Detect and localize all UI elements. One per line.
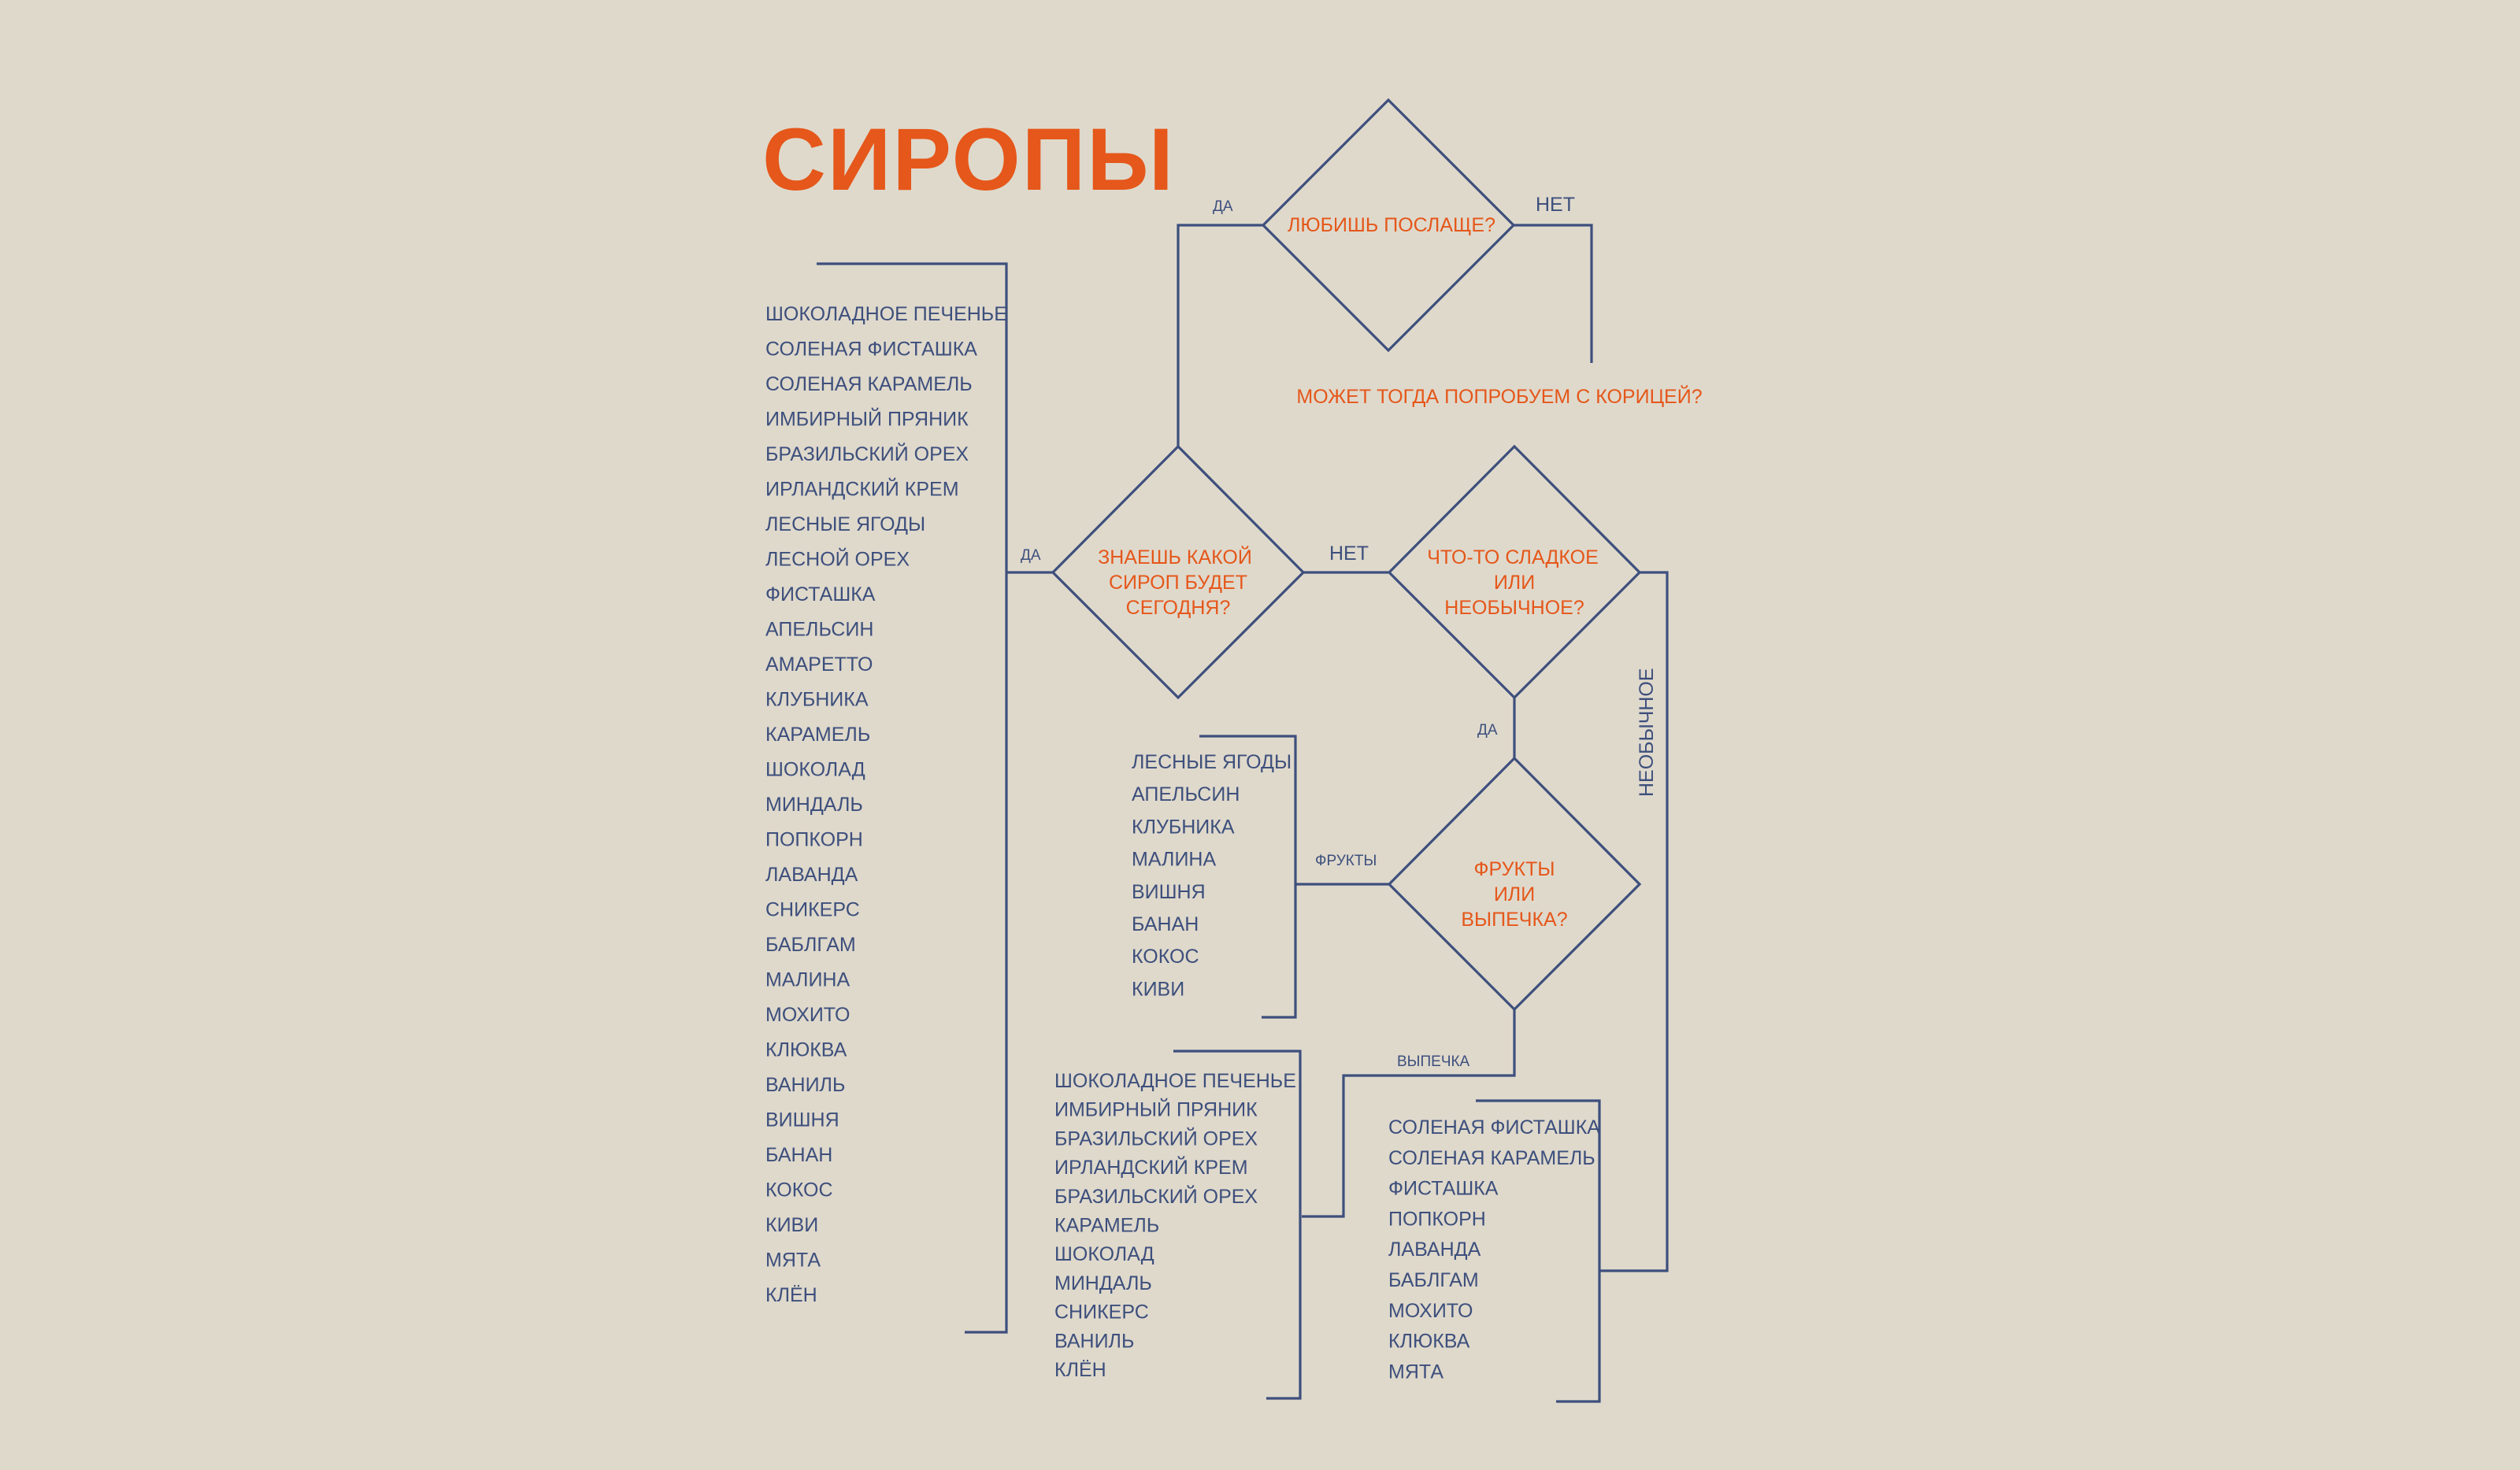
question-fruit-line3: ВЫПЕЧКА? — [1461, 909, 1567, 931]
list-item: ФИСТАШКА — [765, 583, 876, 605]
question-love-sweeter: ЛЮБИШЬ ПОСЛАЩЕ? — [1288, 214, 1495, 236]
list-item: МОХИТО — [1388, 1300, 1473, 1322]
label-unusual: НЕОБЫЧНОЕ — [1636, 668, 1658, 797]
label-pastry: ВЫПЕЧКА — [1397, 1053, 1470, 1070]
label-yes-left: ДА — [1021, 547, 1041, 564]
diamond-love-sweeter — [1261, 98, 1516, 353]
list-pastry-syrups: ШОКОЛАДНОЕ ПЕЧЕНЬЕ ИМБИРНЫЙ ПРЯНИК БРАЗИЛЬ… — [1054, 1070, 1296, 1381]
list-item: СОЛЕНАЯ ФИСТАШКА — [765, 339, 977, 361]
fruits-list-bracket — [1199, 735, 1297, 1019]
list-item: МАЛИНА — [765, 969, 850, 991]
list-item: ШОКОЛАД — [765, 759, 865, 781]
list-item: СНИКЕРС — [1054, 1302, 1149, 1324]
diamond-sweet-or-unusual — [1387, 444, 1642, 700]
list-item: ВАНИЛЬ — [1054, 1330, 1134, 1352]
list-item: ЛАВАНДА — [1388, 1239, 1481, 1261]
list-item: ВАНИЛЬ — [765, 1074, 845, 1096]
list-item: КЛУБНИКА — [1132, 816, 1235, 838]
label-no-top: НЕТ — [1536, 194, 1575, 216]
list-item: ИМБИРНЫЙ ПРЯНИК — [1054, 1098, 1258, 1121]
cinnamon-suggestion: МОЖЕТ ТОГДА ПОПРОБУЕМ С КОРИЦЕЙ? — [1296, 384, 1702, 408]
all-list-bracket — [817, 262, 1008, 1334]
question-know-syrup-line1: ЗНАЕШЬ КАКОЙ — [1098, 545, 1252, 568]
list-item: ЛАВАНДА — [765, 864, 858, 886]
list-item: БАНАН — [1132, 913, 1199, 935]
pastry-list-bracket — [1173, 1050, 1302, 1400]
list-item: ПОПКОРН — [765, 829, 863, 851]
list-item: ИМБИРНЫЙ ПРЯНИК — [765, 407, 969, 431]
question-sweet-line2: ИЛИ — [1494, 572, 1535, 594]
list-item: КАРАМЕЛЬ — [1054, 1215, 1159, 1237]
list-unusual-syrups: СОЛЕНАЯ ФИСТАШКА СОЛЕНАЯ КАРАМЕЛЬ ФИСТАШКА… — [1388, 1116, 1600, 1383]
connector-pastry — [1302, 1009, 1516, 1218]
list-item: МАЛИНА — [1132, 849, 1216, 871]
list-item: КЛЁН — [765, 1284, 817, 1306]
list-item: ЛЕСНОЙ ОРЕХ — [765, 547, 910, 571]
list-item: ФИСТАШКА — [1388, 1178, 1499, 1200]
list-item: КЛЮКВА — [765, 1039, 847, 1061]
list-item: БАБЛГАМ — [1388, 1269, 1479, 1291]
unusual-list-bracket — [1476, 1099, 1601, 1403]
list-item: ВИШНЯ — [1132, 881, 1206, 903]
list-item: БАБЛГАМ — [765, 934, 856, 956]
label-yes-top: ДА — [1213, 198, 1233, 215]
question-sweet-line1: ЧТО-ТО СЛАДКОЕ — [1427, 546, 1599, 568]
list-item: СОЛЕНАЯ ФИСТАШКА — [1388, 1116, 1600, 1139]
list-item: МЯТА — [765, 1250, 821, 1272]
diamond-know-syrup — [1051, 444, 1306, 700]
list-item: КЛЁН — [1054, 1359, 1106, 1381]
list-item: КАРАМЕЛЬ — [765, 724, 870, 746]
list-item: ИРЛАНДСКИЙ КРЕМ — [765, 477, 959, 501]
list-item: АПЕЛЬСИН — [765, 619, 873, 641]
list-item: ШОКОЛАДНОЕ ПЕЧЕНЬЕ — [1054, 1070, 1296, 1092]
list-item: БРАЗИЛЬСКИЙ ОРЕХ — [765, 442, 969, 465]
list-item: АПЕЛЬСИН — [1132, 783, 1240, 805]
list-item: СНИКЕРС — [765, 899, 860, 921]
question-fruit-line1: ФРУКТЫ — [1474, 858, 1555, 880]
list-item: КЛУБНИКА — [765, 689, 869, 711]
list-item: СОЛЕНАЯ КАРАМЕЛЬ — [765, 373, 973, 395]
list-item: ШОКОЛАД — [1054, 1243, 1154, 1265]
list-item: МЯТА — [1388, 1361, 1443, 1383]
list-item: КИВИ — [1132, 978, 1184, 1000]
question-know-syrup-line2: СИРОП БУДЕТ — [1109, 572, 1247, 594]
list-item: ЛЕСНЫЕ ЯГОДЫ — [1132, 751, 1292, 773]
list-item: СОЛЕНАЯ КАРАМЕЛЬ — [1388, 1147, 1595, 1169]
connector-know-to-love — [1177, 224, 1263, 446]
list-item: БАНАН — [765, 1144, 832, 1166]
list-item: БРАЗИЛЬСКИЙ ОРЕХ — [1054, 1184, 1258, 1208]
page-title: СИРОПЫ — [762, 110, 1175, 209]
list-item: ЛЕСНЫЕ ЯГОДЫ — [765, 513, 925, 535]
diamond-fruit-or-pastry — [1387, 756, 1642, 1012]
list-item: МОХИТО — [765, 1004, 850, 1026]
question-know-syrup-line3: СЕГОДНЯ? — [1126, 597, 1231, 619]
question-fruit-line2: ИЛИ — [1494, 883, 1535, 905]
question-sweet-line3: НЕОБЫЧНОЕ? — [1444, 597, 1584, 619]
list-item: ВИШНЯ — [765, 1109, 839, 1131]
list-item: КОКОС — [765, 1179, 833, 1202]
connector-love-no — [1514, 224, 1593, 363]
list-item: МИНДАЛЬ — [765, 794, 863, 816]
label-yes-down: ДА — [1477, 722, 1498, 739]
label-fruits: ФРУКТЫ — [1315, 853, 1377, 869]
list-item: КИВИ — [765, 1214, 818, 1236]
list-fruit-syrups: ЛЕСНЫЕ ЯГОДЫ АПЕЛЬСИН КЛУБНИКА МАЛИНА ВИШНЯ Б… — [1132, 751, 1292, 1000]
list-all-syrups: ШОКОЛАДНОЕ ПЕЧЕНЬЕ СОЛЕНАЯ ФИСТАШКА СОЛЕНА… — [765, 303, 1007, 1306]
connectors — [817, 224, 1669, 1403]
connector-unusual — [1599, 571, 1669, 1272]
list-item: ИРЛАНДСКИЙ КРЕМ — [1054, 1155, 1248, 1179]
list-item: КОКОС — [1132, 946, 1199, 968]
list-item: КЛЮКВА — [1388, 1331, 1470, 1353]
list-item: МИНДАЛЬ — [1054, 1272, 1152, 1294]
list-item: БРАЗИЛЬСКИЙ ОРЕХ — [1054, 1126, 1258, 1150]
label-no-middle: НЕТ — [1329, 542, 1369, 565]
list-item: ШОКОЛАДНОЕ ПЕЧЕНЬЕ — [765, 303, 1007, 325]
list-item: АМАРЕТТО — [765, 654, 873, 676]
list-item: ПОПКОРН — [1388, 1208, 1486, 1230]
